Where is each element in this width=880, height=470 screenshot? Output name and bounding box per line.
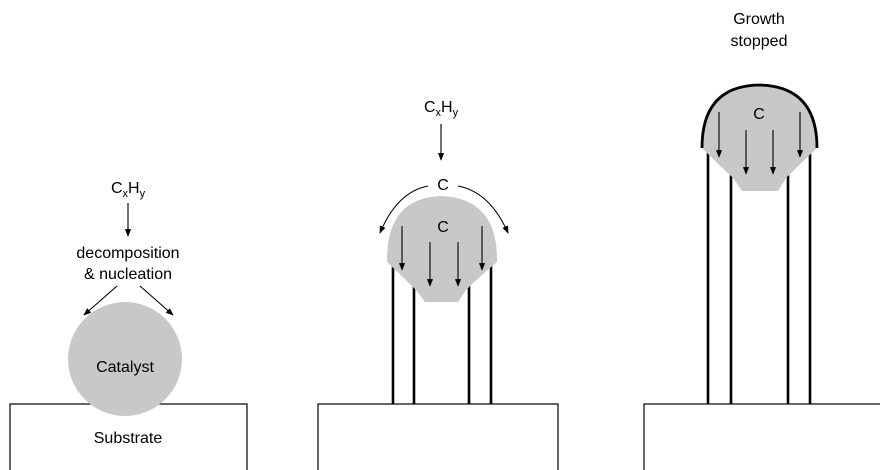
stage-1: Substrate Catalyst CxHy decomposition & … [10,180,247,470]
carbon-inner-label: C [437,219,449,236]
status-label-line-1: Growth [733,11,785,28]
stage-2: C C CxHy [318,99,558,470]
substrate-block [644,404,880,470]
catalyst-particle [387,196,497,302]
catalyst-label: Catalyst [96,359,154,376]
substrate-label: Substrate [94,430,163,447]
precursor-formula: CxHy [111,180,146,200]
precursor-formula: CxHy [424,99,459,119]
carbon-outer-label: C [437,177,449,194]
process-label-line-1: decomposition [76,245,179,262]
status-label-line-2: stopped [731,33,788,50]
process-label-line-2: & nucleation [84,266,172,283]
stage-3: C Growth stopped [644,11,880,470]
carbon-inner-label: C [753,106,765,123]
substrate-block [318,404,558,470]
